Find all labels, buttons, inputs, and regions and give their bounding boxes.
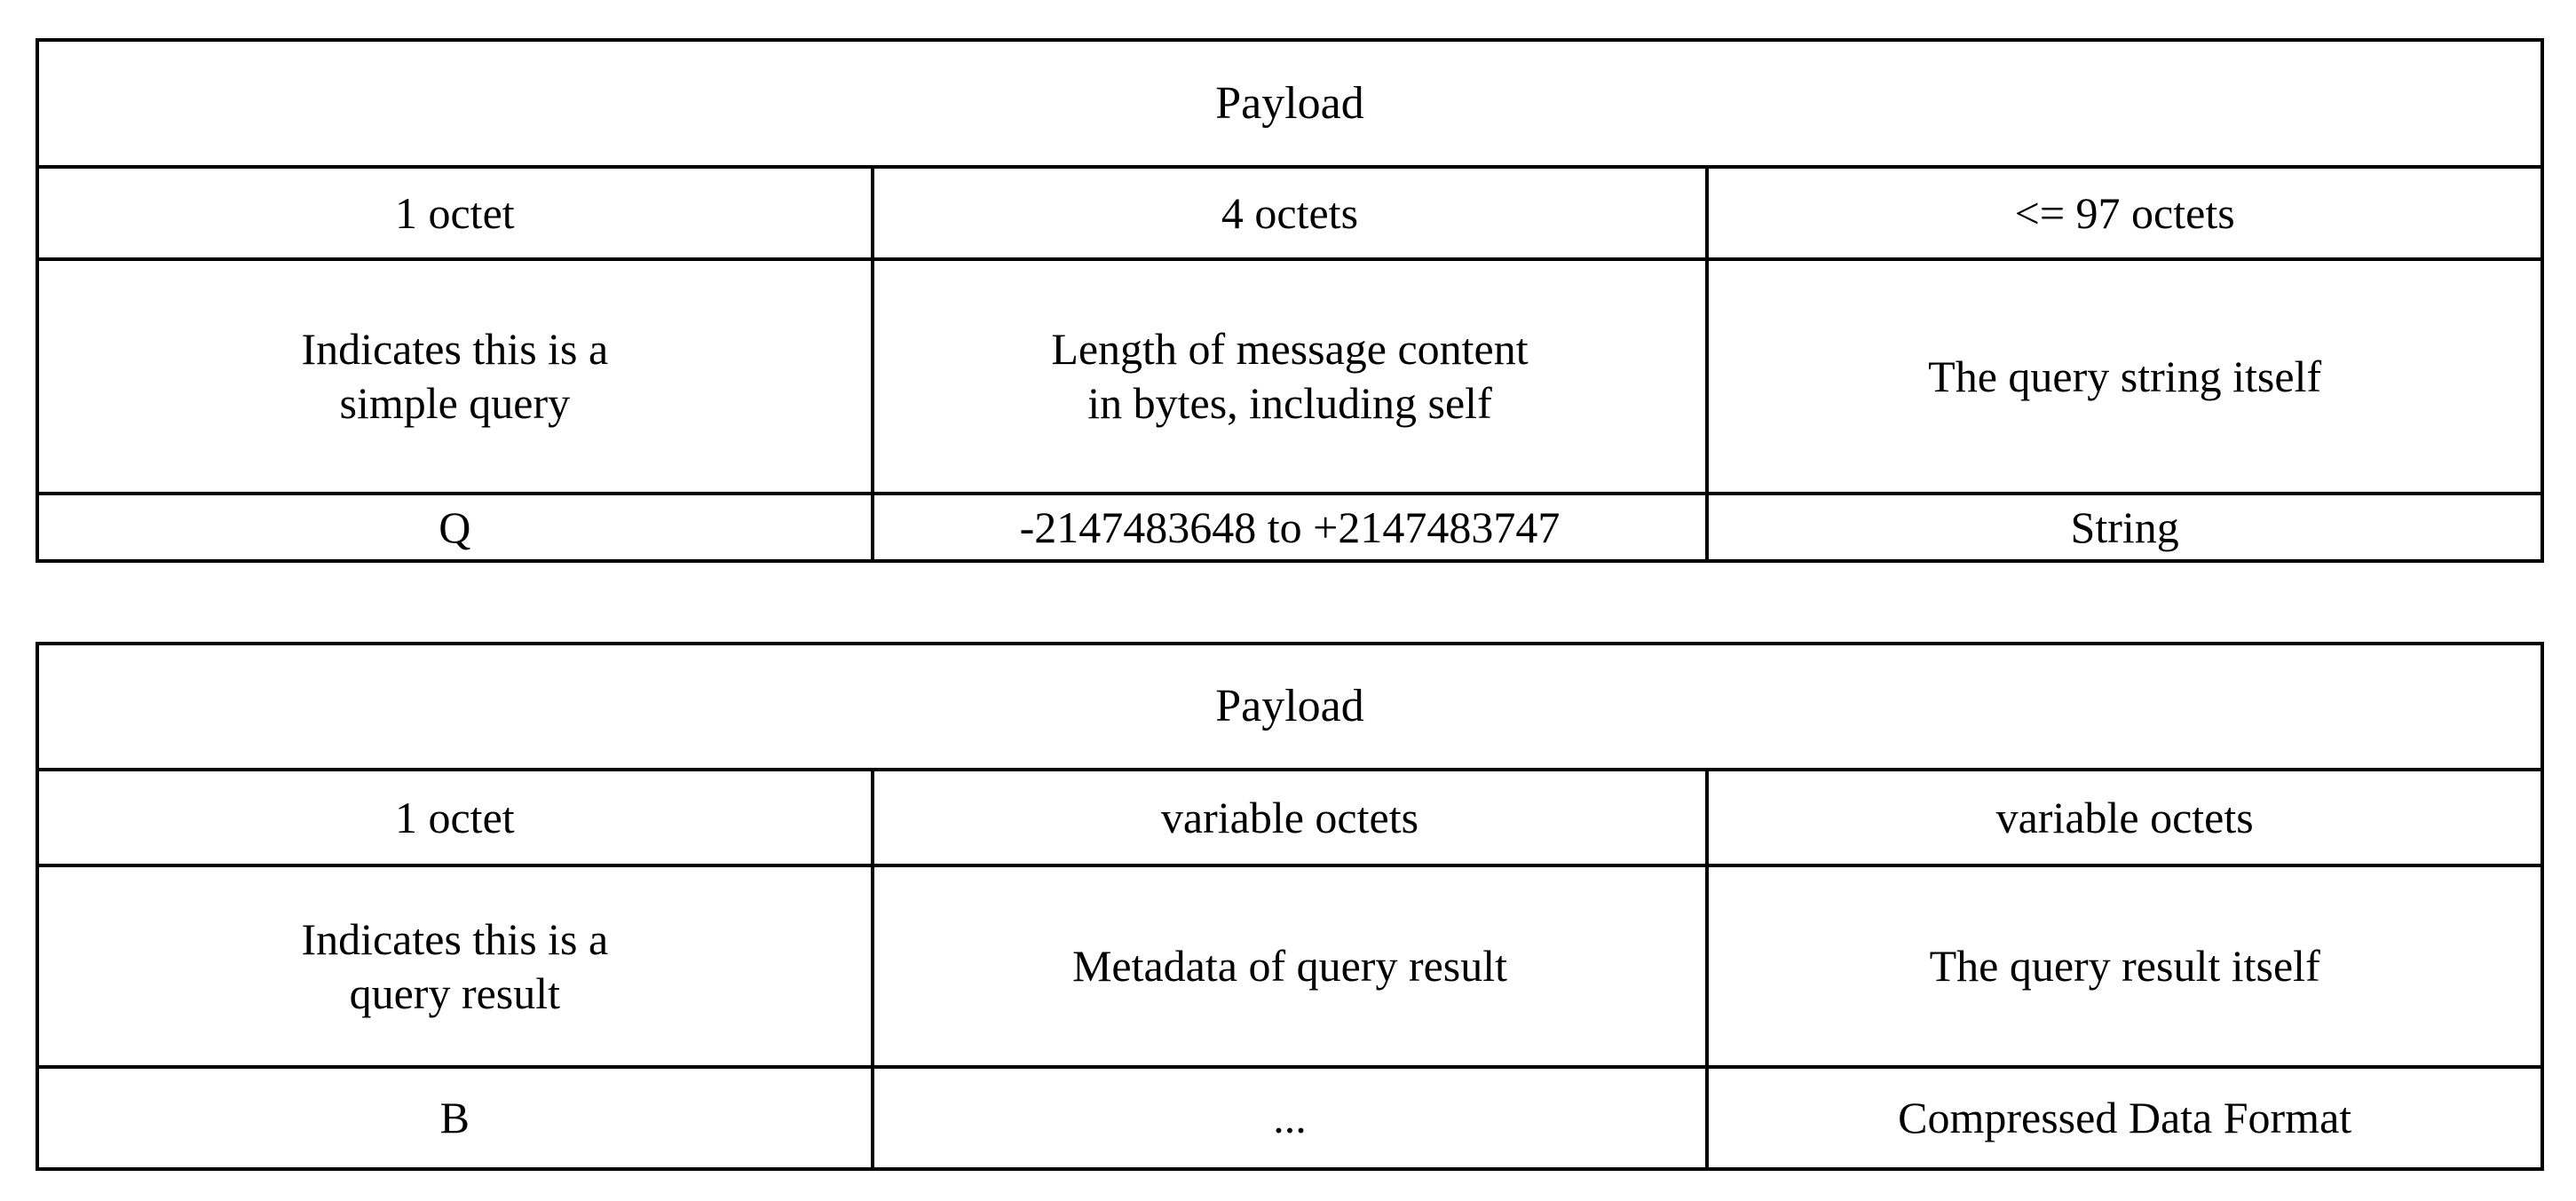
- table-row-values: Q -2147483648 to +2147483747 String: [36, 492, 2544, 563]
- value-cell-col3: Compressed Data Format: [1705, 1065, 2544, 1171]
- value-cell-col2: ...: [870, 1065, 1710, 1171]
- description-cell-col2: Metadata of query result: [870, 864, 1710, 1069]
- table-row-values: B ... Compressed Data Format: [36, 1065, 2544, 1171]
- size-cell-col3: variable octets: [1705, 768, 2544, 867]
- payload-header-cell: Payload: [36, 642, 2544, 771]
- description-cell-col2: Length of message content in bytes, incl…: [870, 257, 1710, 495]
- packet-layout-table-simple-query: Payload 1 octet 4 octets <= 97 octets In…: [36, 38, 2544, 563]
- description-cell-col3: The query result itself: [1705, 864, 2544, 1069]
- value-cell-col2: -2147483648 to +2147483747: [870, 492, 1710, 563]
- value-cell-col1: Q: [36, 492, 874, 563]
- size-cell-col2: 4 octets: [870, 165, 1710, 261]
- table-row-header: Payload: [36, 642, 2544, 771]
- table-row-sizes: 1 octet 4 octets <= 97 octets: [36, 165, 2544, 261]
- description-cell-col3: The query string itself: [1705, 257, 2544, 495]
- size-cell-col1: 1 octet: [36, 165, 874, 261]
- value-cell-col1: B: [36, 1065, 874, 1171]
- payload-header-cell: Payload: [36, 38, 2544, 169]
- value-cell-col3: String: [1705, 492, 2544, 563]
- table-row-header: Payload: [36, 38, 2544, 169]
- size-cell-col2: variable octets: [870, 768, 1710, 867]
- table-row-descriptions: Indicates this is a query result Metadat…: [36, 864, 2544, 1069]
- size-cell-col3: <= 97 octets: [1705, 165, 2544, 261]
- description-cell-col1: Indicates this is a simple query: [36, 257, 874, 495]
- packet-layout-table-query-result: Payload 1 octet variable octets variable…: [36, 642, 2544, 1171]
- table-row-descriptions: Indicates this is a simple query Length …: [36, 257, 2544, 495]
- description-cell-col1: Indicates this is a query result: [36, 864, 874, 1069]
- size-cell-col1: 1 octet: [36, 768, 874, 867]
- table-row-sizes: 1 octet variable octets variable octets: [36, 768, 2544, 867]
